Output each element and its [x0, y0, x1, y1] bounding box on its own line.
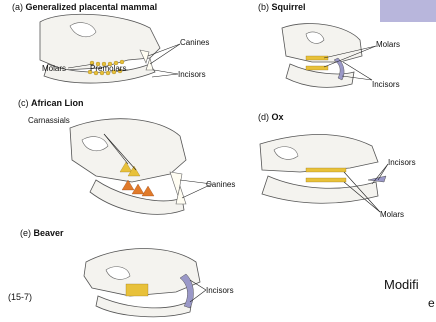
- modified-text: Modifi: [384, 277, 419, 292]
- panel-b-title: (b) Squirrel: [258, 2, 306, 12]
- label-b-incisors: Incisors: [372, 80, 400, 89]
- label-b-molars: Molars: [376, 40, 400, 49]
- label-d-molars: Molars: [380, 210, 404, 219]
- label-c-carnassials: Carnassials: [28, 116, 70, 125]
- skull-african-lion: [70, 119, 212, 215]
- panel-a-letter: (a): [12, 2, 23, 12]
- panel-d-title: (d) Ox: [258, 112, 284, 122]
- panel-e-letter: (e): [20, 228, 31, 238]
- panel-d-letter: (d): [258, 112, 269, 122]
- label-c-canines: Canines: [206, 180, 235, 189]
- panel-d-name: Ox: [272, 112, 284, 122]
- panel-e-title: (e) Beaver: [20, 228, 64, 238]
- label-e-incisors: Incisors: [206, 286, 234, 295]
- label-a-incisors: Incisors: [178, 70, 206, 79]
- skull-squirrel: [282, 24, 376, 88]
- modified-trailing-text: e: [428, 296, 435, 310]
- panel-b-name: Squirrel: [272, 2, 306, 12]
- label-a-molars: Molars: [42, 64, 66, 73]
- panel-a-title: (a) Generalized placental mammal: [12, 2, 157, 12]
- panel-c-name: African Lion: [31, 98, 84, 108]
- skull-beaver: [84, 249, 206, 317]
- panel-e-name: Beaver: [34, 228, 64, 238]
- label-a-canines: Canines: [180, 38, 209, 47]
- skull-ox: [260, 135, 388, 213]
- label-a-premolars: Premolars: [90, 64, 126, 73]
- panel-c-title: (c) African Lion: [18, 98, 84, 108]
- panel-c-letter: (c): [18, 98, 29, 108]
- label-d-incisors: Incisors: [388, 158, 416, 167]
- panel-b-letter: (b): [258, 2, 269, 12]
- figure-number: (15-7): [8, 292, 32, 302]
- panel-a-name: Generalized placental mammal: [26, 2, 158, 12]
